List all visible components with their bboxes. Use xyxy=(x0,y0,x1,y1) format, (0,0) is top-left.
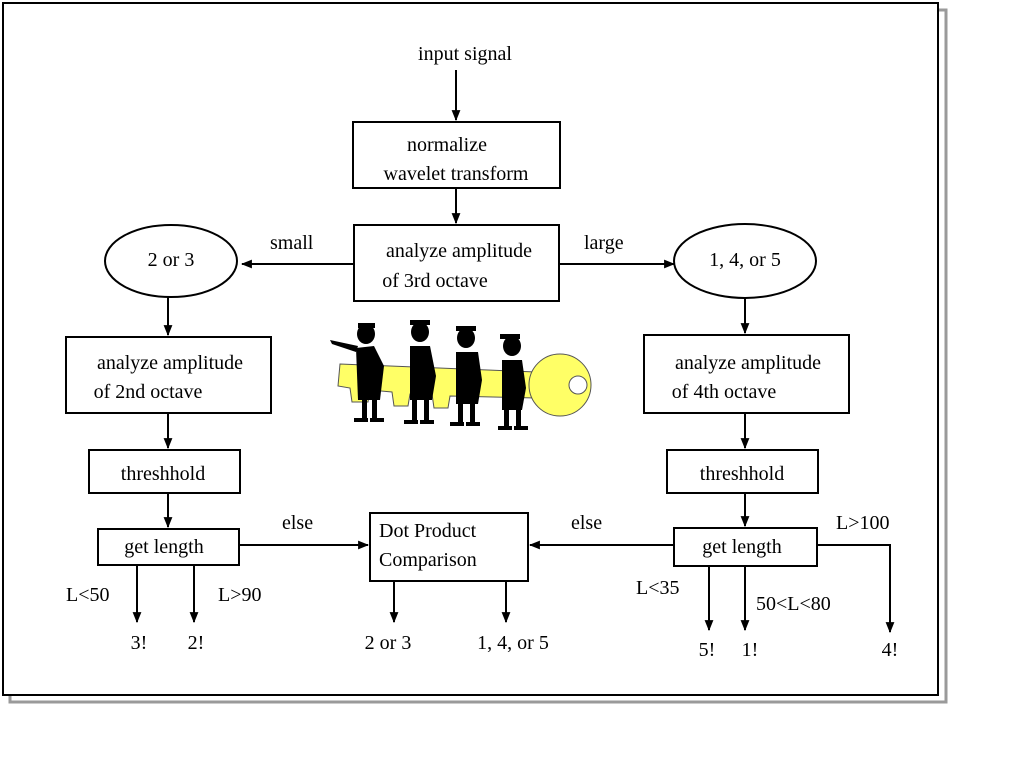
else-left-label: else xyxy=(282,512,313,534)
left-ellipse-label: 2 or 3 xyxy=(148,249,195,271)
arrow-right-gt100 xyxy=(817,544,895,634)
person-figure-2 xyxy=(404,320,436,424)
threshold-left-label: threshhold xyxy=(121,463,205,485)
people-carrying-key-clipart xyxy=(330,320,592,430)
left-ellipse xyxy=(104,224,238,298)
l-between-label: 50<L<80 xyxy=(756,593,831,615)
l-lt-35-label: L<35 xyxy=(636,577,680,599)
output-5: 5! xyxy=(699,639,716,661)
else-right-label: else xyxy=(571,512,602,534)
person-figure-4 xyxy=(498,334,528,430)
get-length-left-box xyxy=(97,528,240,566)
analyze-4th-box xyxy=(643,334,850,414)
output-dot-b: 1, 4, or 5 xyxy=(477,632,549,654)
analyze-2nd-label-2: of 2nd octave xyxy=(94,381,203,403)
analyze-3rd-label-1: analyze amplitude xyxy=(386,240,532,262)
analyze-3rd-box xyxy=(353,224,560,302)
dot-product-box xyxy=(369,512,529,582)
l-gt-100-label: L>100 xyxy=(836,512,890,534)
output-4: 4! xyxy=(882,639,899,661)
get-length-right-box xyxy=(673,527,818,567)
threshold-right-box xyxy=(666,449,819,494)
input-signal-label: input signal xyxy=(418,43,512,65)
output-dot-a: 2 or 3 xyxy=(365,632,412,654)
person-figure-3 xyxy=(450,326,482,426)
person-figures xyxy=(330,320,528,430)
normalize-label-2: wavelet transform xyxy=(384,163,529,185)
threshold-left-box xyxy=(88,449,241,494)
l-lt-50-label: L<50 xyxy=(66,584,110,606)
analyze-4th-label-1: analyze amplitude xyxy=(675,352,821,374)
threshold-right-label: threshhold xyxy=(700,463,784,485)
output-3: 3! xyxy=(131,632,148,654)
get-length-left-label: get length xyxy=(124,536,203,558)
analyze-3rd-label-2: of 3rd octave xyxy=(382,270,488,292)
output-1: 1! xyxy=(742,639,759,661)
person-figure-1 xyxy=(330,323,384,422)
analyze-4th-label-2: of 4th octave xyxy=(672,381,777,403)
analyze-2nd-box xyxy=(65,336,272,414)
normalize-label-1: normalize xyxy=(407,134,487,156)
large-label: large xyxy=(584,232,624,254)
normalize-box xyxy=(352,121,561,189)
get-length-right-label: get length xyxy=(702,536,781,558)
small-label: small xyxy=(270,232,314,254)
dot-product-label-1: Dot Product xyxy=(379,520,477,542)
key-illustration xyxy=(337,353,592,417)
analyze-2nd-label-1: analyze amplitude xyxy=(97,352,243,374)
right-ellipse-label: 1, 4, or 5 xyxy=(709,249,781,271)
dot-product-label-2: Comparison xyxy=(379,549,477,571)
l-gt-90-label: L>90 xyxy=(218,584,262,606)
output-2: 2! xyxy=(188,632,205,654)
